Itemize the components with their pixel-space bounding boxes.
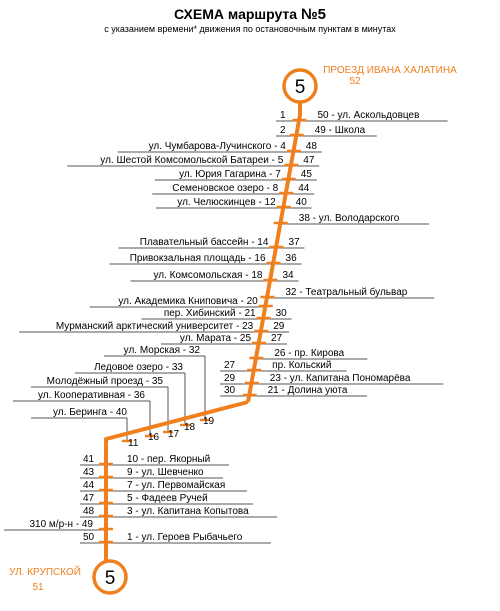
terminal-circle-bottom xyxy=(92,559,128,595)
stop-label-right: 21 - Долина уюта xyxy=(268,385,348,396)
branch-stop-label: Молодёжный проезд - 35 xyxy=(47,376,164,387)
branch-stop-time: 16 xyxy=(148,432,160,443)
branch-stop-label: ул. Беринга - 40 xyxy=(53,407,127,418)
stop-label-left: ул. Чумбарова-Лучинского - 4 xyxy=(149,140,287,152)
stop-time-left: 41 xyxy=(83,454,95,465)
route-line-lower xyxy=(104,400,249,562)
stop-label-right: 10 - пер. Якорный xyxy=(127,454,210,465)
stop-label-left: ул. Марата - 25 xyxy=(180,333,252,344)
stop-label-left: Привокзальная площадь - 16 xyxy=(130,253,266,264)
stop-label-left: ул. Юрия Гагарина - 7 xyxy=(179,169,281,180)
stop-label-left: Мурманский арктический университет - 23 xyxy=(56,321,254,332)
stop-time-left: 44 xyxy=(83,480,95,491)
branch-stop-label: ул. Морская - 32 xyxy=(124,345,201,356)
stop-label-right: 32 - Театральный бульвар xyxy=(285,286,407,298)
terminal-time-bottom: 51 xyxy=(32,582,44,593)
stop-label-right: 1 - ул. Героев Рыбачьего xyxy=(127,531,243,543)
stop-label-right: 26 - пр. Кирова xyxy=(274,348,344,359)
stop-time-right: 34 xyxy=(282,270,294,281)
stop-label-right: 49 - Школа xyxy=(315,125,366,136)
stop-time-left: 1 xyxy=(280,110,286,121)
stop-time-right: 47 xyxy=(303,155,315,166)
branch-stop-time: 17 xyxy=(168,429,180,440)
stop-label-right: 23 - ул. Капитана Пономарёва xyxy=(270,373,411,384)
stop-label-right: пр. Кольский xyxy=(272,360,331,371)
stop-label-left: Плавательный бассейн - 14 xyxy=(140,236,269,248)
branch-stop-label: Ледовое озеро - 33 xyxy=(94,362,183,373)
stop-label-right: 50 - ул. Аскольдовцев xyxy=(317,110,419,121)
stop-label-left: пер. Хибинский - 21 xyxy=(164,307,256,319)
stop-label-left: ул. Шестой Комсомольской Батареи - 5 xyxy=(100,155,283,166)
stop-time-left: 27 xyxy=(224,360,236,371)
branch-stop-time: 19 xyxy=(203,416,215,427)
stop-time-right: 44 xyxy=(298,183,310,194)
stop-label-right: 7 - ул. Первомайская xyxy=(127,480,225,491)
terminal-time-top: 52 xyxy=(349,76,361,87)
stop-label-left: ул. Комсомольская - 18 xyxy=(154,270,263,281)
terminal-name-top: ПРОЕЗД ИВАНА ХАЛАТИНА xyxy=(323,65,457,76)
stop-time-right: 45 xyxy=(301,169,313,180)
terminal-number-bottom: 5 xyxy=(105,568,116,589)
stop-label-left: ул. Академика Книповича - 20 xyxy=(118,296,258,307)
stop-time-right: 36 xyxy=(286,253,298,264)
stop-label-right: 5 - Фадеев Ручей xyxy=(127,493,208,504)
stop-time-right: 29 xyxy=(273,321,285,332)
terminal-number-top: 5 xyxy=(295,77,306,98)
stop-time-left: 30 xyxy=(224,385,236,396)
route-number-title: №5 xyxy=(300,6,327,23)
page-title: СХЕМА маршрута №5 xyxy=(0,6,500,23)
stop-time-left: 47 xyxy=(83,493,95,504)
stop-label-right: 38 - ул. Володарского xyxy=(299,213,400,224)
stop-time-right: 48 xyxy=(306,141,318,152)
page-subtitle: с указанием времени* движения по останов… xyxy=(104,24,396,34)
stop-time-right: 30 xyxy=(276,308,288,319)
stop-time-left: 2 xyxy=(280,125,286,136)
branch-stop-time: 18 xyxy=(184,422,196,433)
branch-stop-time: 11 xyxy=(128,438,139,449)
stop-time-left: 43 xyxy=(83,467,95,478)
branch-stop-label: ул. Кооперативная - 36 xyxy=(38,390,145,401)
stop-label-left: 310 м/р-н - 49 xyxy=(29,519,93,530)
stop-time-right: 37 xyxy=(288,237,300,248)
stop-time-left: 29 xyxy=(224,373,236,384)
stop-label-left: Семеновское озеро - 8 xyxy=(172,183,278,194)
stop-label-right: 3 - ул. Капитана Копытова xyxy=(127,506,249,517)
stop-time-left: 48 xyxy=(83,506,95,517)
stop-time-left: 50 xyxy=(83,532,95,543)
title-text: СХЕМА маршрута xyxy=(173,6,298,22)
stop-label-right: 9 - ул. Шевченко xyxy=(127,467,204,478)
stop-label-left: ул. Челюскинцев - 12 xyxy=(177,197,276,208)
terminal-circle-top xyxy=(282,68,318,104)
stop-time-right: 40 xyxy=(296,197,308,208)
stop-time-right: 27 xyxy=(271,333,283,344)
terminal-name-bottom: УЛ. КРУПСКОЙ xyxy=(9,565,81,578)
